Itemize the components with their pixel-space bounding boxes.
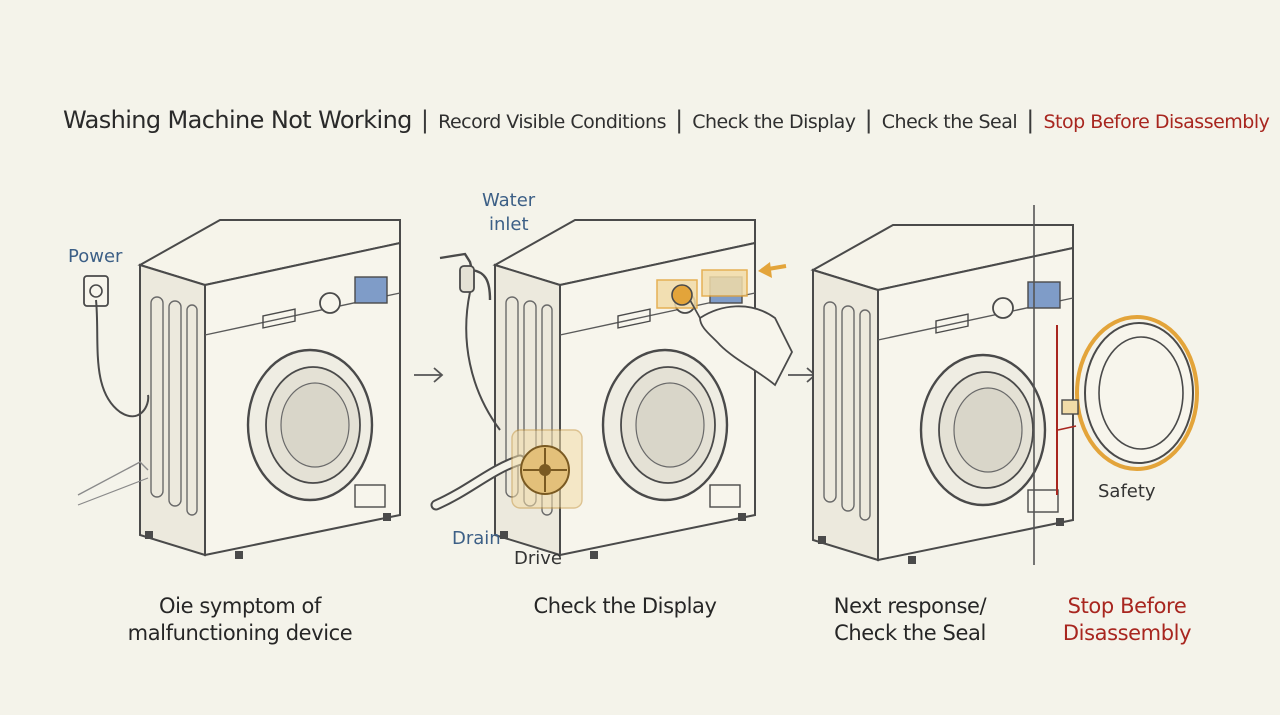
water-tap-icon: [439, 252, 501, 431]
water-inlet-label-line1: Water: [482, 190, 536, 211]
header-breadcrumb: Washing Machine Not Working | Record Vis…: [63, 106, 1270, 134]
caption-panel-1: Oie symptom of malfunctioning device: [110, 593, 370, 647]
header-separator: |: [864, 106, 873, 134]
water-inlet-label-line2: inlet: [489, 214, 529, 235]
caption-panel-4: Stop Before Disassembly: [1038, 593, 1216, 647]
safety-label: Safety: [1098, 481, 1156, 502]
page-title: Washing Machine Not Working: [63, 106, 412, 134]
drain-hose-icon: [430, 454, 526, 511]
display-highlight: [656, 269, 748, 309]
header-separator: |: [675, 106, 684, 134]
header-step-record: Record Visible Conditions: [438, 111, 666, 133]
hand-icon: [689, 299, 794, 387]
caption-panel-1-line1: Oie symptom of: [159, 594, 321, 618]
caption-panel-3-line2: Check the Seal: [834, 621, 986, 645]
header-separator: |: [420, 106, 430, 134]
header-separator: |: [1026, 106, 1035, 134]
header-step-display: Check the Display: [692, 111, 856, 133]
power-outlet-icon: [83, 275, 150, 418]
arrow-left-indicator-icon: [758, 262, 787, 278]
arrow-right-icon: [414, 367, 444, 383]
door-seal-illustration: [1056, 315, 1199, 495]
caption-panel-3: Next response/ Check the Seal: [800, 593, 1020, 647]
caption-panel-2: Check the Display: [505, 593, 745, 620]
caption-panel-4-line1: Stop Before: [1067, 594, 1187, 618]
drain-label: Drain: [452, 528, 501, 549]
drive-label: Drive: [514, 548, 562, 569]
caption-panel-1-line2: malfunctioning device: [127, 621, 353, 645]
caption-panel-2-line1: Check the Display: [533, 594, 717, 618]
drive-pump-icon: [511, 429, 583, 509]
header-step-warning: Stop Before Disassembly: [1043, 111, 1270, 133]
arrow-right-icon: [788, 367, 817, 383]
caption-panel-4-line2: Disassembly: [1062, 621, 1192, 645]
caption-panel-3-line1: Next response/: [833, 594, 987, 618]
power-label: Power: [68, 246, 123, 267]
washer-illustration-1: [77, 218, 402, 561]
header-step-seal: Check the Seal: [881, 111, 1018, 133]
